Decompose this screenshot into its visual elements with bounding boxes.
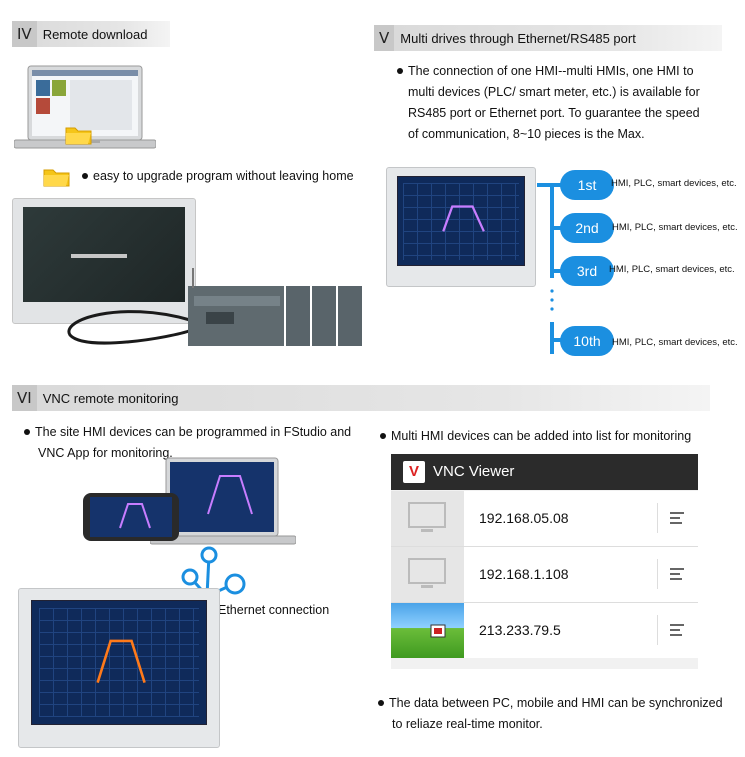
section-iv-header: IV Remote download [12,21,170,47]
section-v-bullet: The connection of one HMI--multi HMIs, o… [397,61,727,145]
vnc-header: V VNC Viewer [391,454,698,490]
node-2nd-desc: HMI, PLC, smart devices, etc. [612,222,738,233]
vnc-app-title: VNC Viewer [433,463,515,480]
cable-icon [60,300,260,350]
vnc-logo-icon: V [403,461,425,483]
bullet-dot [378,699,384,706]
bullet-dot [24,428,30,435]
folder-icon [65,124,93,146]
hamburger-menu-icon[interactable] [670,512,684,524]
bullet-line: The data between PC, mobile and HMI can … [378,693,738,714]
vnc-host-row[interactable]: 213.233.79.5 [391,603,698,658]
bullet-line: The site HMI devices can be programmed i… [24,422,369,443]
folder-icon [43,166,71,188]
bullet-line: of communication, 8~10 pieces is the Max… [408,127,645,141]
bullet-line: RS485 port or Ethernet port. To guarante… [408,106,700,120]
section-vi-bullet-right: Multi HMI devices can be added into list… [380,426,691,447]
monitor-icon [391,547,464,602]
node-1st: 1st [560,170,614,200]
vnc-host-ip: 192.168.1.108 [479,566,569,582]
plc-icon [186,266,366,348]
hmi-panel-icon [18,588,220,748]
bullet-line: The connection of one HMI--multi HMIs, o… [397,61,727,82]
node-1st-desc: HMI, PLC, smart devices, etc. [611,178,737,189]
network-tree [537,183,562,354]
hamburger-menu-icon[interactable] [670,568,684,580]
divider [657,503,658,533]
vnc-host-row[interactable]: 192.168.05.08 [391,491,698,547]
bullet-dot [380,432,386,439]
hmi-panel-icon [12,198,196,324]
section-v-title: Multi drives through Ethernet/RS485 port [400,30,636,46]
node-3rd: 3rd [560,256,614,286]
section-vi-bullet-bottom: The data between PC, mobile and HMI can … [378,693,738,735]
section-vi-title: VNC remote monitoring [42,390,179,406]
section-iv-roman: IV [12,21,37,47]
section-iv-title: Remote download [42,26,148,42]
bullet-line: VNC App for monitoring. [38,446,173,460]
section-iv-bullet: easy to upgrade program without leaving … [82,166,354,187]
section-v-roman: V [374,25,395,51]
phone-icon [82,492,180,542]
section-vi-header: VI VNC remote monitoring [12,385,710,411]
divider [657,615,658,645]
vnc-host-row[interactable]: 192.168.1.108 [391,547,698,603]
bullet-line-text: The connection of one HMI--multi HMIs, o… [408,64,694,78]
node-2nd: 2nd [560,213,614,243]
node-10th: 10th [560,326,614,356]
bullet-line-text: The data between PC, mobile and HMI can … [389,696,723,710]
section-iv-bullet-text: easy to upgrade program without leaving … [93,169,354,183]
section-vi-bullet-right-text: Multi HMI devices can be added into list… [391,429,692,443]
monitor-icon [391,491,464,546]
bullet-line-text: The site HMI devices can be programmed i… [35,425,352,439]
section-vi-bullet-left: The site HMI devices can be programmed i… [24,422,369,464]
bullet-dot [82,172,88,179]
section-vi-roman: VI [12,385,37,411]
ethernet-label: Ethernet connection [218,603,330,617]
divider [657,559,658,589]
hmi-panel-icon [386,167,536,287]
node-10th-desc: HMI, PLC, smart devices, etc. [612,337,738,348]
laptop-icon [13,64,157,156]
bullet-line: multi devices (PLC/ smart meter, etc.) i… [408,85,700,99]
desktop-thumbnail-icon [391,603,464,658]
vnc-host-ip: 192.168.05.08 [479,510,569,526]
bullet-line: to reliaze real-time monitor. [392,717,543,731]
node-3rd-desc: HMI, PLC, smart devices, etc. [609,264,735,275]
bullet-dot [397,67,403,74]
hamburger-menu-icon[interactable] [670,624,684,636]
vnc-host-ip: 213.233.79.5 [479,622,561,638]
section-v-header: V Multi drives through Ethernet/RS485 po… [374,25,722,51]
